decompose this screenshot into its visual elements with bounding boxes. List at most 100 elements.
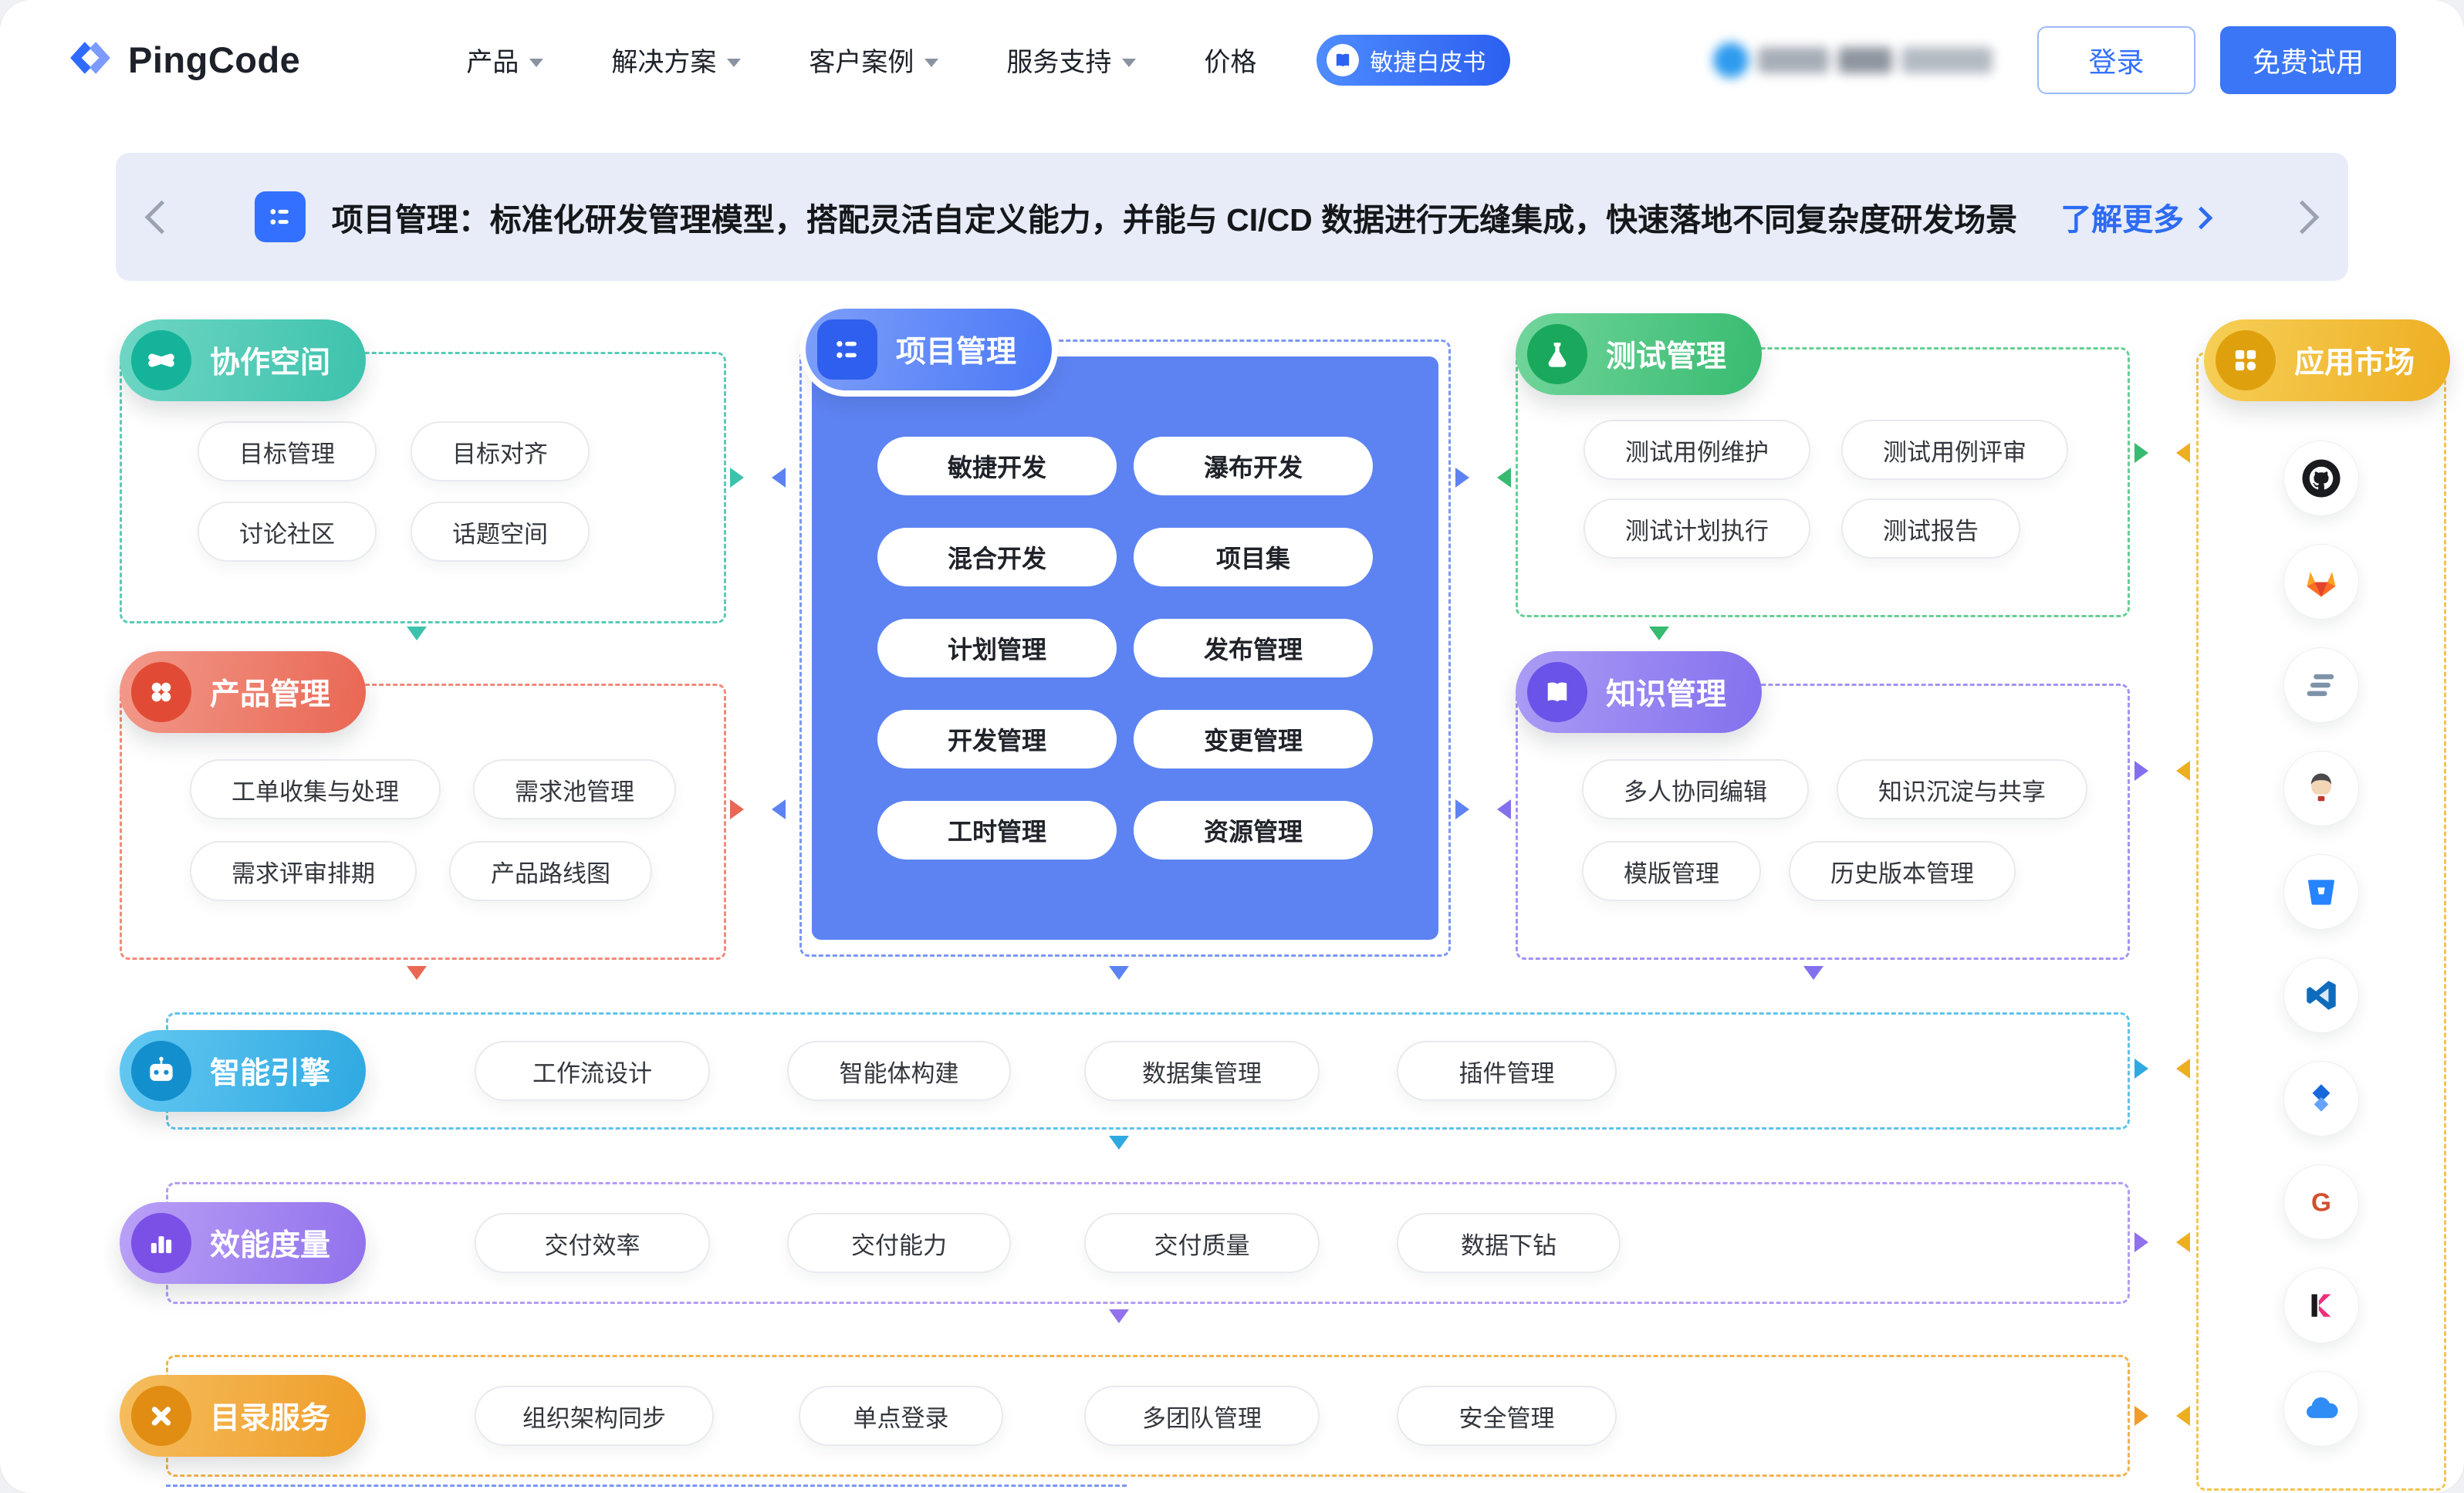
feature-chip[interactable]: 资源管理	[1134, 801, 1373, 860]
pingcode-logo[interactable]: PingCode	[68, 39, 300, 81]
nav-label: 客户案例	[809, 48, 914, 77]
app-icon-cloud[interactable]	[2283, 1371, 2359, 1447]
feature-chip[interactable]: 交付能力	[787, 1213, 1011, 1273]
metrics-pill[interactable]: 效能度量	[120, 1202, 367, 1284]
feature-chip[interactable]: 发布管理	[1134, 619, 1373, 677]
feature-chip[interactable]: 数据集管理	[1084, 1041, 1320, 1101]
feature-chip[interactable]: 智能体构建	[787, 1041, 1011, 1101]
app-icon-github[interactable]	[2283, 441, 2359, 516]
partial-next-section-outline	[166, 1485, 1127, 1487]
feature-chip[interactable]: 混合开发	[877, 528, 1117, 586]
agile-whitepaper-badge[interactable]: 敏捷白皮书	[1316, 34, 1511, 86]
app-icon-stripes[interactable]	[2283, 647, 2359, 723]
feature-chip[interactable]: 多团队管理	[1084, 1386, 1320, 1446]
collab-pill[interactable]: 协作空间	[120, 319, 367, 401]
nav-item-products[interactable]: 产品	[466, 41, 544, 79]
app-icon-gitlab[interactable]	[2283, 544, 2359, 620]
feature-chip[interactable]: 话题空间	[411, 502, 590, 562]
feature-chip[interactable]: 瀑布开发	[1134, 437, 1373, 495]
connector-arrow	[2176, 443, 2190, 463]
feature-chip[interactable]: 安全管理	[1397, 1386, 1617, 1446]
nav-label: 服务支持	[1006, 48, 1112, 77]
feature-chip[interactable]: 变更管理	[1134, 710, 1373, 768]
feature-chip[interactable]: 模版管理	[1582, 841, 1761, 901]
feature-chip[interactable]: 交付效率	[475, 1213, 710, 1273]
ai-pill[interactable]: 智能引擎	[120, 1030, 367, 1112]
app-icon-jenkins[interactable]	[2283, 751, 2359, 826]
feature-chip[interactable]: 测试报告	[1841, 498, 2020, 559]
connector-arrow	[772, 799, 786, 819]
feature-chip[interactable]: 单点登录	[799, 1386, 1003, 1446]
connector-arrow	[1497, 468, 1511, 488]
flask-icon	[1527, 324, 1587, 384]
feature-chip[interactable]: 插件管理	[1397, 1041, 1617, 1101]
app-icon-letter-k[interactable]	[2283, 1268, 2359, 1343]
nav-item-solutions[interactable]: 解决方案	[611, 41, 742, 79]
feature-chip[interactable]: 交付质量	[1084, 1213, 1320, 1273]
feature-chip[interactable]: 测试计划执行	[1584, 498, 1810, 559]
nav-item-customers[interactable]: 客户案例	[809, 41, 939, 79]
collab-chips: 目标管理 目标对齐 讨论社区 话题空间	[198, 421, 698, 562]
login-button[interactable]: 登录	[2037, 25, 2195, 94]
connector-arrow	[2134, 1059, 2148, 1079]
app-icon-letter-g[interactable]: G	[2283, 1164, 2359, 1240]
connector-arrow	[2176, 1406, 2190, 1426]
feature-chip[interactable]: 数据下钻	[1397, 1213, 1621, 1273]
feature-chip[interactable]: 开发管理	[877, 710, 1117, 768]
feature-chip[interactable]: 产品路线图	[449, 841, 652, 901]
tools-icon	[131, 1386, 191, 1446]
free-trial-button[interactable]: 免费试用	[2220, 25, 2396, 94]
feature-chip[interactable]: 计划管理	[877, 619, 1117, 677]
connector-arrow	[730, 799, 744, 819]
product-pill[interactable]: 产品管理	[120, 651, 367, 733]
product-chips: 工单收集与处理 需求池管理 需求评审排期 产品路线图	[190, 759, 702, 901]
feature-chip[interactable]: 组织架构同步	[475, 1386, 714, 1446]
knowledge-pill[interactable]: 知识管理	[1516, 651, 1763, 733]
checklist-icon	[817, 319, 877, 380]
flower-grid-icon	[131, 662, 191, 722]
feature-chip[interactable]: 需求评审排期	[190, 841, 417, 901]
chevron-down-icon	[924, 59, 939, 67]
feature-chip[interactable]: 测试用例维护	[1584, 420, 1810, 480]
connector-arrow	[2176, 1232, 2190, 1252]
feature-chip[interactable]: 讨论社区	[198, 502, 377, 562]
feature-chip[interactable]: 测试用例评审	[1841, 420, 2068, 480]
phone-icon	[1713, 42, 1749, 78]
nav-item-support[interactable]: 服务支持	[1006, 41, 1137, 79]
feature-chip[interactable]: 工时管理	[877, 801, 1117, 860]
feature-chip[interactable]: 目标管理	[198, 421, 377, 481]
feature-chip[interactable]: 目标对齐	[411, 421, 590, 481]
logo-text: PingCode	[128, 39, 301, 80]
banner-next-icon[interactable]	[2285, 200, 2320, 234]
app-icon-vscode[interactable]	[2283, 958, 2359, 1033]
marketplace-pill[interactable]: 应用市场	[2204, 319, 2451, 401]
svg-text:G: G	[2311, 1188, 2331, 1217]
feature-chip[interactable]: 多人协同编辑	[1582, 759, 1809, 819]
app-grid-icon	[2216, 330, 2276, 390]
section-title: 应用市场	[2294, 346, 2415, 380]
connector-arrow	[2176, 761, 2190, 781]
connector-arrow	[730, 468, 744, 488]
learn-more-link[interactable]: 了解更多	[2060, 194, 2213, 239]
feature-chip[interactable]: 敏捷开发	[877, 437, 1117, 495]
app-icon-jira[interactable]	[2283, 1061, 2359, 1137]
feature-chip[interactable]: 需求池管理	[473, 759, 676, 819]
feature-chip[interactable]: 项目集	[1134, 528, 1373, 586]
connector-arrow	[2134, 761, 2148, 781]
section-title: 协作空间	[210, 346, 331, 380]
feature-chip[interactable]: 知识沉淀与共享	[1837, 759, 2087, 819]
test-pill[interactable]: 测试管理	[1516, 313, 1763, 395]
feature-chip[interactable]: 工作流设计	[475, 1041, 710, 1101]
connector-arrow	[1803, 966, 1823, 980]
connector-arrow	[2134, 1406, 2148, 1426]
chevron-down-icon	[1122, 59, 1137, 67]
connector-arrow	[407, 966, 427, 980]
checklist-icon	[254, 191, 306, 242]
knowledge-chips: 多人协同编辑 知识沉淀与共享 模版管理 历史版本管理	[1582, 759, 2114, 901]
feature-chip[interactable]: 历史版本管理	[1789, 841, 2016, 901]
nav-item-pricing[interactable]: 价格	[1204, 41, 1256, 79]
app-icon-bitbucket[interactable]	[2283, 854, 2359, 930]
feature-chip[interactable]: 工单收集与处理	[190, 759, 441, 819]
directory-pill[interactable]: 目录服务	[120, 1375, 367, 1457]
project-pill[interactable]: 项目管理	[806, 309, 1053, 390]
